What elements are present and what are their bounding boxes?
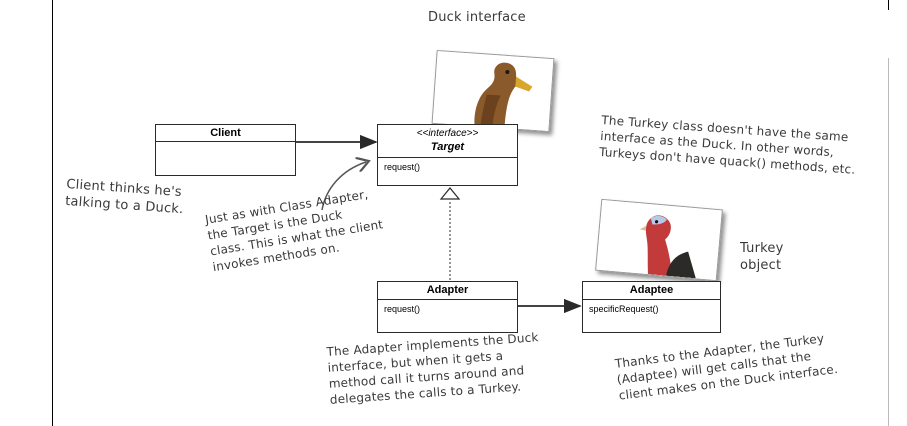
- client-class-name: Client: [156, 125, 295, 142]
- target-stereotype: <<interface>>: [416, 128, 479, 139]
- target-header: <<interface>> Target: [378, 125, 517, 158]
- target-class-name: Target: [430, 141, 465, 153]
- duck-photo: [431, 49, 555, 133]
- note-pointer-arrow: [321, 162, 366, 211]
- turkey-object-label: Turkey object: [740, 241, 784, 273]
- page-border-left: [52, 0, 53, 426]
- duck-icon: [432, 51, 554, 131]
- page-border-right: [888, 0, 889, 10]
- page-border-right-lower: [888, 58, 889, 426]
- adaptee-method: specificRequest(): [589, 304, 659, 314]
- adaptee-class-name: Adaptee: [583, 282, 720, 300]
- realization-triangle: [439, 187, 461, 200]
- adapter-class-box: Adapter request(): [377, 281, 518, 333]
- target-method: request(): [384, 162, 421, 172]
- turkey-photo: [595, 198, 723, 282]
- adapter-class-name: Adapter: [378, 282, 517, 300]
- adapter-method: request(): [384, 304, 421, 314]
- target-interface-box: <<interface>> Target request(): [377, 124, 518, 186]
- client-class-box: Client: [155, 124, 296, 176]
- adaptee-class-box: Adaptee specificRequest(): [582, 281, 721, 333]
- turkey-icon: [596, 199, 722, 281]
- duck-interface-label: Duck interface: [428, 10, 526, 25]
